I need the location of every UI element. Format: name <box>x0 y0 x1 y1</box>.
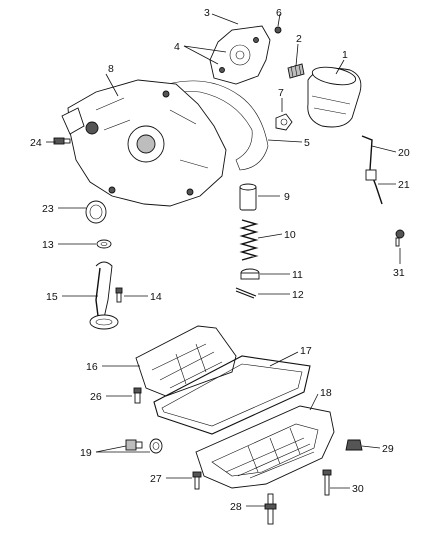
cotter-pin <box>235 287 257 299</box>
callout-labels: 1 2 3 4 5 6 7 8 9 10 11 12 13 14 15 16 1… <box>30 7 410 513</box>
callout-14: 14 <box>150 291 162 303</box>
dipstick-tube <box>361 135 383 205</box>
relief-valve-spring-long <box>239 219 259 261</box>
callout-1: 1 <box>342 49 348 61</box>
cover-bolt <box>53 137 71 145</box>
oil-pan <box>195 405 335 489</box>
callout-17: 17 <box>300 345 312 357</box>
pan-stud <box>264 493 277 525</box>
callout-7: 7 <box>278 87 284 99</box>
pan-bolt-front <box>192 471 202 490</box>
oil-filter <box>307 66 362 128</box>
relief-valve-spring <box>287 63 305 79</box>
callout-5: 5 <box>304 137 310 149</box>
callout-27: 27 <box>150 473 162 485</box>
dipstick-tube-bolt <box>395 229 405 247</box>
callout-29: 29 <box>382 443 394 455</box>
drain-plug <box>125 439 143 451</box>
callout-24: 24 <box>30 137 42 149</box>
engine-front-cover <box>61 79 227 207</box>
oil-pan-gasket <box>153 355 311 435</box>
callout-23: 23 <box>42 203 54 215</box>
front-cover-gasket <box>167 80 269 171</box>
front-oil-seal <box>85 200 107 224</box>
callout-31: 31 <box>393 267 405 279</box>
callout-21: 21 <box>398 179 410 191</box>
leader-lines <box>46 13 401 507</box>
callout-9: 9 <box>284 191 290 203</box>
pan-bolt-rear <box>322 469 332 496</box>
callout-13: 13 <box>42 239 54 251</box>
callout-26: 26 <box>90 391 102 403</box>
callout-11: 11 <box>292 269 303 281</box>
oil-pump-cover <box>209 25 271 85</box>
oil-pickup-tube <box>89 261 119 330</box>
windage-tray <box>135 325 237 397</box>
oil-fitting <box>275 113 293 131</box>
callout-18: 18 <box>320 387 332 399</box>
relief-valve-cap <box>240 268 260 280</box>
tray-bolt <box>133 387 142 404</box>
callout-8: 8 <box>108 63 114 75</box>
callout-20: 20 <box>398 147 410 159</box>
callout-12: 12 <box>292 289 304 301</box>
relief-valve-plunger <box>239 183 257 211</box>
callout-28: 28 <box>230 501 242 513</box>
callout-30: 30 <box>352 483 364 495</box>
pan-plug <box>345 439 363 451</box>
callout-15: 15 <box>46 291 58 303</box>
callout-6: 6 <box>276 7 282 19</box>
callout-4: 4 <box>174 41 180 53</box>
callout-3: 3 <box>204 7 210 19</box>
drain-plug-washer <box>149 438 163 454</box>
o-ring <box>96 239 112 249</box>
callout-2: 2 <box>296 33 302 45</box>
callout-19: 19 <box>80 447 92 459</box>
pump-cover-bolt <box>274 26 282 34</box>
callout-10: 10 <box>284 229 296 241</box>
pickup-tube-bolt <box>115 287 123 303</box>
callout-16: 16 <box>86 361 98 373</box>
